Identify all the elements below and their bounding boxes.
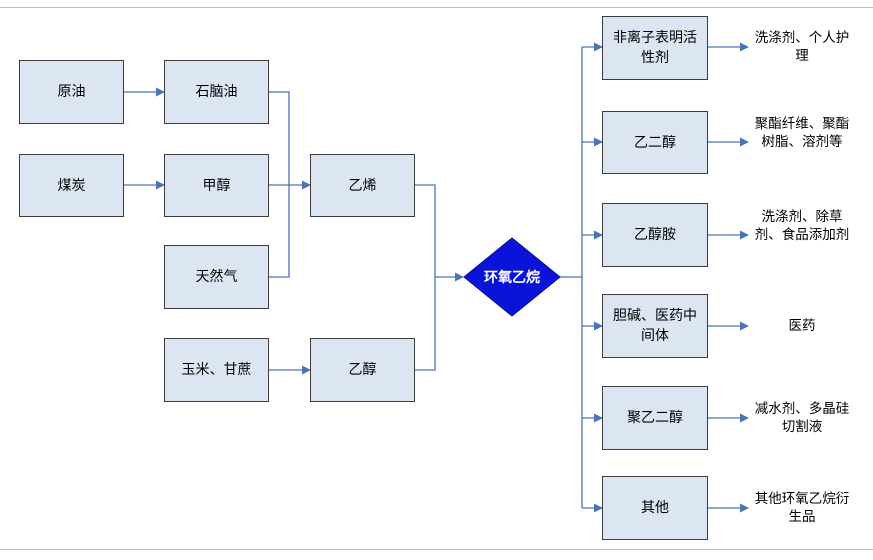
product-label: 非离子表明活性剂 — [613, 30, 697, 66]
use-note-2: 聚酯纤维、聚酯树脂、溶剂等 — [754, 116, 850, 150]
product-label: 聚乙二醇 — [627, 410, 683, 426]
product-box-ethanolamine: 乙醇胺 — [602, 203, 708, 267]
product-box-ethylene-glycol: 乙二醇 — [602, 111, 708, 174]
use-note-1: 洗涤剂、个人护理 — [754, 30, 850, 64]
use-note-6: 其他环氧乙烷衍生品 — [754, 491, 850, 525]
connector-ethanol — [415, 277, 436, 371]
ethylene-box: 乙烯 — [310, 154, 415, 217]
methanol-box: 甲醇 — [164, 154, 269, 217]
use-note-3: 洗涤剂、除草剂、食品添加剂 — [754, 209, 850, 243]
coal-box: 煤炭 — [19, 154, 124, 217]
corn-sugarcane-label: 玉米、甘蔗 — [181, 362, 252, 378]
ethylene-oxide-diamond — [463, 237, 561, 317]
use-note-4: 医药 — [788, 318, 816, 334]
product-box-choline-pharma-intermediates: 胆碱、医药中间体 — [602, 294, 708, 358]
connector-naphtha — [269, 91, 290, 185]
product-box-nonionic-surfactant: 非离子表明活性剂 — [602, 16, 708, 80]
product-box-polyethylene-glycol: 聚乙二醇 — [602, 386, 708, 450]
natural-gas-label: 天然气 — [195, 269, 238, 285]
product-label: 乙二醇 — [634, 134, 676, 151]
corn-sugarcane-box: 玉米、甘蔗 — [164, 338, 269, 402]
product-label: 乙醇胺 — [634, 227, 676, 243]
crude-oil-label: 原油 — [57, 84, 86, 100]
product-box-other: 其他 — [602, 476, 708, 540]
naphtha-label: 石脑油 — [195, 84, 238, 100]
top-rule — [0, 7, 873, 8]
product-label: 胆碱、医药中间体 — [613, 308, 697, 344]
crude-oil-box: 原油 — [19, 60, 124, 124]
use-note-5: 减水剂、多晶硅切割液 — [754, 401, 850, 435]
ethanol-box: 乙醇 — [310, 338, 415, 402]
connector-ethylene — [415, 184, 436, 277]
naphtha-box: 石脑油 — [164, 60, 269, 124]
coal-label: 煤炭 — [57, 177, 86, 194]
bottom-rule — [0, 549, 873, 550]
methanol-label: 甲醇 — [202, 177, 231, 194]
ethylene-oxide-label: 环氧乙烷 — [484, 270, 540, 286]
ethylene-label: 乙烯 — [348, 177, 377, 194]
natural-gas-box: 天然气 — [164, 245, 269, 309]
connector-natural-gas — [269, 185, 290, 278]
ethanol-label: 乙醇 — [348, 362, 377, 378]
product-label: 其他 — [641, 500, 669, 516]
